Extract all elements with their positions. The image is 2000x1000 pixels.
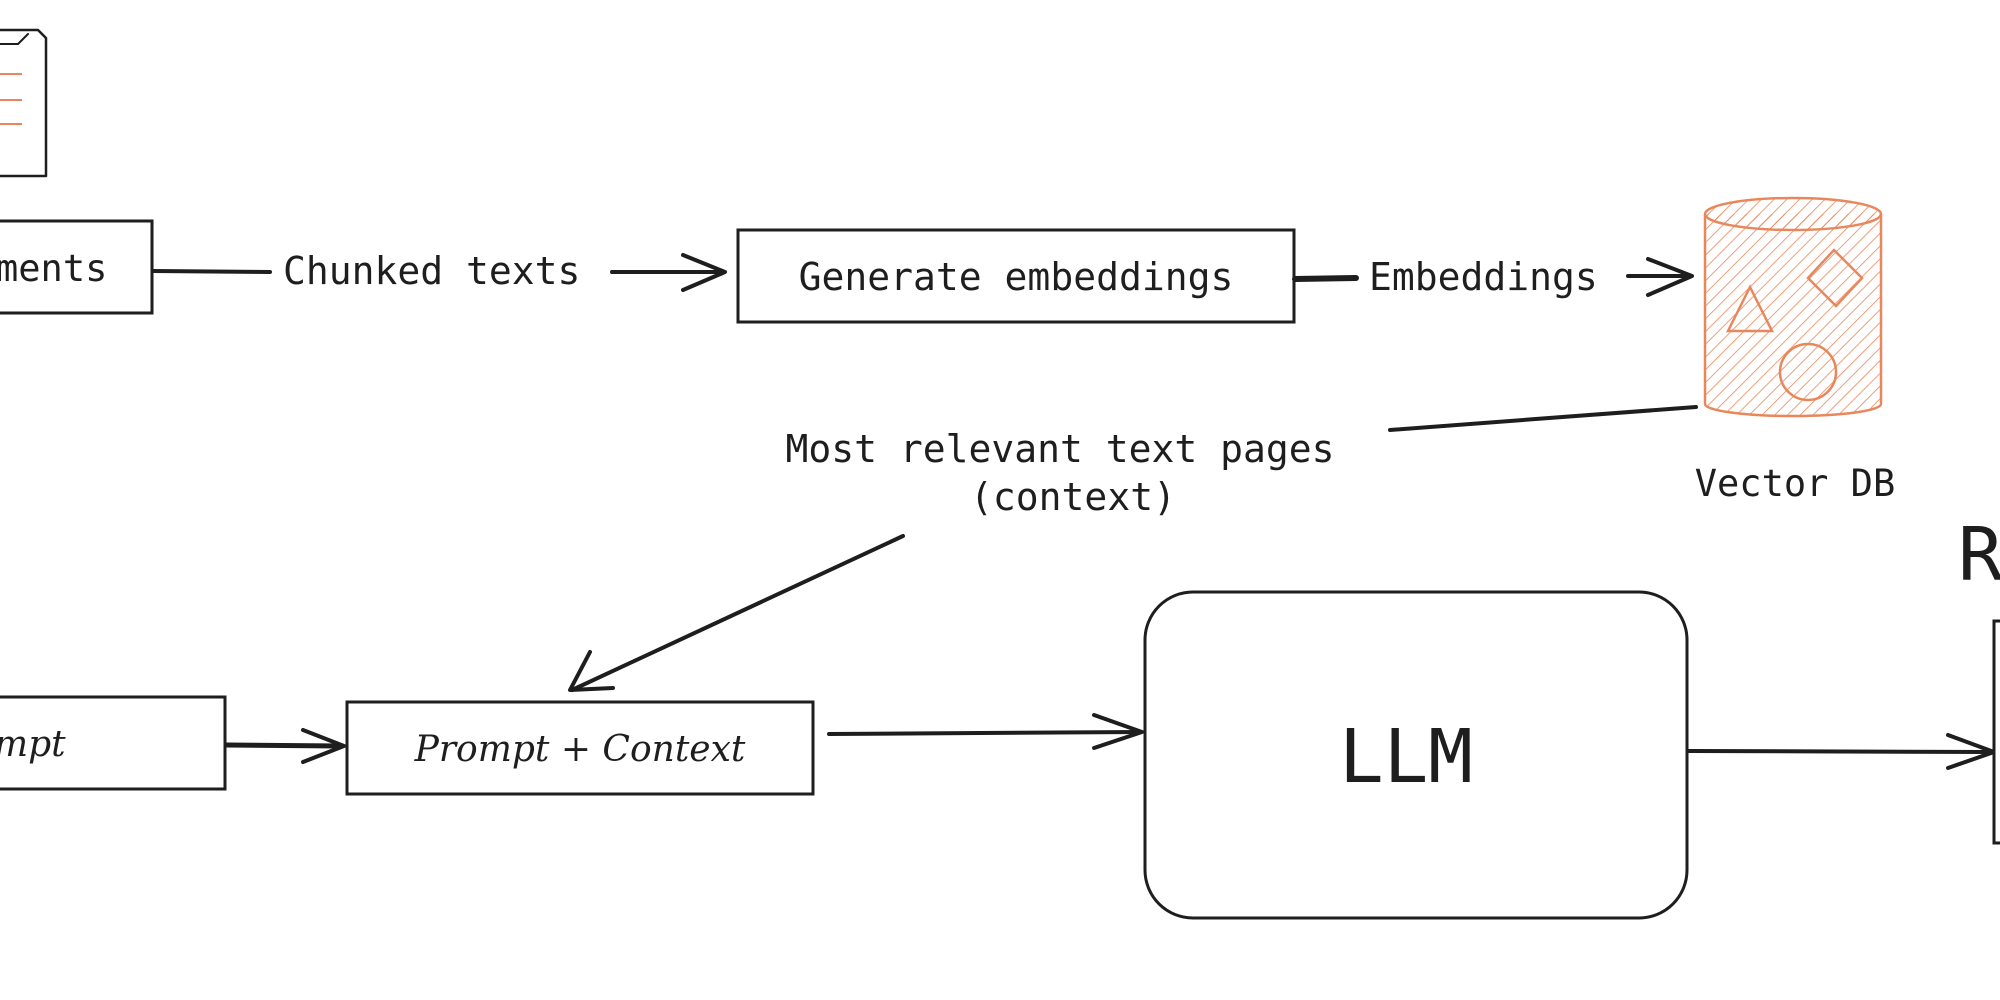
prompt-context-node: Prompt + Context (345, 700, 815, 796)
prompt-node: mpt (0, 695, 227, 791)
context-to-llm-edge (827, 713, 1144, 750)
llm-to-response-edge (1687, 733, 1996, 770)
context-label-line2: (context) (970, 475, 1176, 519)
vector-db-icon (1703, 196, 1883, 418)
documents-label: ments (0, 247, 107, 290)
documents-node: ments (0, 219, 154, 315)
document-icon (0, 28, 48, 178)
chunked-texts-edge: Chunked texts (151, 249, 727, 293)
prompt-label: mpt (0, 724, 66, 765)
prompt-context-label: Prompt + Context (414, 729, 746, 770)
vector-db-label: Vector DB (1695, 462, 1895, 505)
embeddings-label: Embeddings (1369, 255, 1598, 299)
llm-label: LLM (1339, 714, 1473, 800)
generate-embeddings-label: Generate embeddings (799, 255, 1234, 299)
generate-embeddings-node: Generate embeddings (736, 228, 1296, 324)
context-edge: Most relevant text pages (context) (568, 405, 1698, 692)
chunked-texts-label: Chunked texts (283, 249, 580, 293)
embeddings-edge: Embeddings (1292, 255, 1694, 299)
response-title: R (1958, 512, 2000, 598)
llm-node: LLM (1143, 590, 1689, 920)
prompt-edge (223, 728, 346, 764)
response-node: R (1958, 512, 2000, 845)
context-label-line1: Most relevant text pages (785, 427, 1334, 471)
